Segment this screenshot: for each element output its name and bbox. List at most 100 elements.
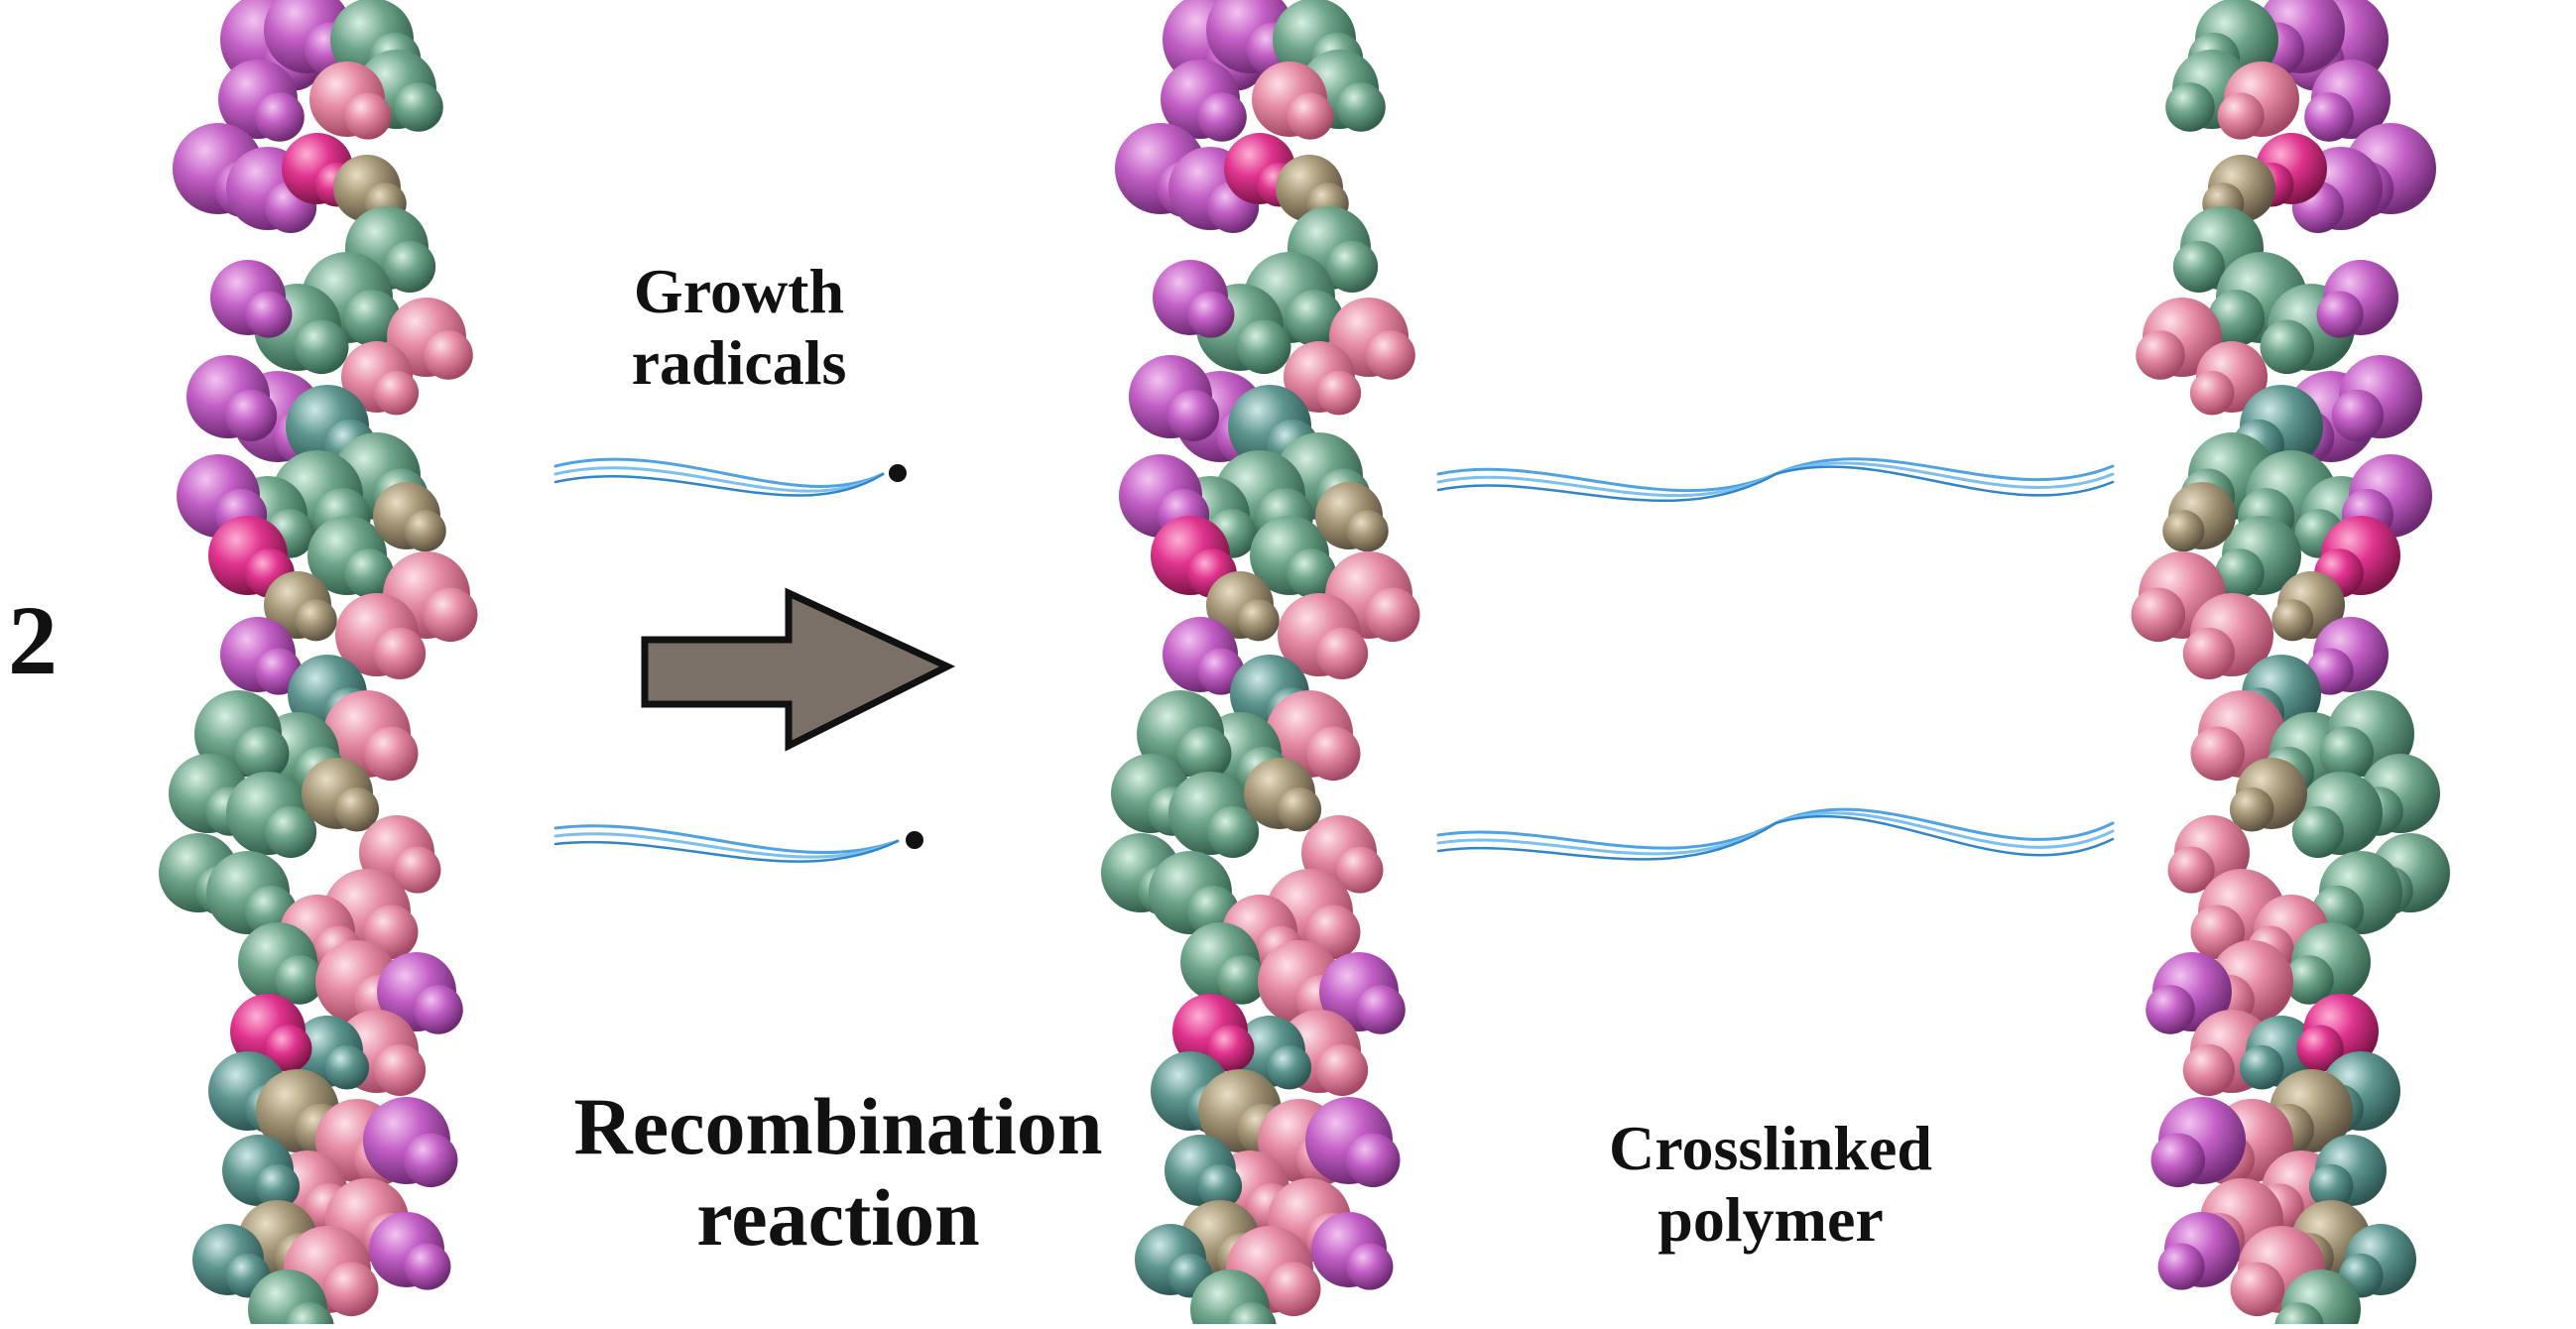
atom-sphere — [1316, 627, 1369, 679]
atom-sphere — [1197, 92, 1247, 142]
atom-sphere — [344, 92, 392, 140]
atom-sphere — [2150, 1133, 2206, 1188]
atom-sphere — [1266, 1262, 1321, 1317]
crosslink-chain-bottom — [1436, 807, 2115, 861]
atom-sphere — [2215, 548, 2265, 598]
crosslinked-line2: polymer — [1657, 1183, 1884, 1255]
atom-sphere — [1305, 726, 1361, 782]
atom-sphere — [1287, 548, 1336, 598]
atom-sphere — [2291, 805, 2344, 858]
atom-sphere — [1356, 985, 1406, 1034]
crosslinked-line1: Crosslinked — [1608, 1113, 1933, 1183]
crosslinked-polymer-label: Crosslinked polymer — [1557, 1113, 1984, 1255]
atom-sphere — [2271, 599, 2314, 642]
atom-sphere — [255, 1163, 301, 1209]
atom-sphere — [1227, 1302, 1277, 1329]
atom-sphere — [2284, 955, 2334, 1005]
atom-sphere — [285, 1302, 334, 1329]
atom-sphere — [2157, 1243, 2205, 1290]
atom-sphere — [2190, 726, 2246, 782]
atom-sphere — [1345, 1133, 1401, 1188]
atom-sphere — [363, 726, 419, 782]
polymer-backbone-left — [159, 0, 478, 1329]
atom-sphere — [2208, 290, 2266, 347]
atom-sphere — [374, 1043, 427, 1096]
atom-sphere — [1197, 1163, 1243, 1209]
atom-sphere — [265, 1025, 312, 1072]
atom-sphere — [1176, 726, 1232, 782]
atom-sphere — [2167, 846, 2215, 894]
atom-sphere — [423, 587, 478, 643]
atom-sphere — [2316, 291, 2364, 338]
recombination-line2: reaction — [696, 1171, 980, 1263]
radical-dot-top — [889, 464, 907, 482]
atom-sphere — [1267, 1044, 1312, 1090]
atom-sphere — [394, 846, 441, 894]
atom-sphere — [1366, 330, 1415, 380]
atom-sphere — [343, 290, 401, 347]
growth-radical-chain-top — [553, 457, 885, 497]
atom-sphere — [1365, 587, 1420, 643]
atom-sphere — [374, 370, 420, 416]
atom-sphere — [2296, 1025, 2344, 1072]
atom-sphere — [2308, 1163, 2354, 1209]
atom-sphere — [2217, 92, 2265, 140]
crosslink-chain-top — [1436, 457, 2115, 503]
atom-sphere — [1236, 319, 1291, 375]
atom-sphere — [1346, 510, 1389, 552]
atom-sphere — [2319, 726, 2375, 782]
atom-sphere — [2304, 92, 2354, 142]
atom-sphere — [2274, 1302, 2324, 1329]
atom-sphere — [2182, 1043, 2235, 1096]
atom-sphere — [404, 510, 446, 552]
atom-sphere — [2165, 82, 2215, 132]
growth-radical-chain-bottom — [553, 824, 900, 863]
atom-sphere — [2230, 1262, 2285, 1317]
atom-sphere — [374, 627, 427, 679]
atom-sphere — [2239, 1044, 2284, 1090]
atom-sphere — [2331, 389, 2384, 441]
atom-sphere — [2260, 319, 2315, 375]
atom-sphere — [2162, 510, 2205, 552]
growth-radicals-line1: Growth — [633, 256, 845, 326]
atom-sphere — [2229, 786, 2274, 832]
atom-sphere — [384, 240, 436, 293]
atom-sphere — [1167, 389, 1220, 441]
atom-sphere — [1346, 1243, 1394, 1290]
atom-sphere — [1316, 370, 1362, 416]
atom-sphere — [344, 548, 394, 598]
atom-sphere — [275, 955, 324, 1005]
atom-sphere — [1287, 92, 1334, 140]
growth-radicals-line2: radicals — [631, 326, 847, 398]
atom-sphere — [1217, 955, 1267, 1005]
atom-sphere — [1207, 805, 1260, 858]
atom-sphere — [334, 786, 380, 832]
polymer-backbone-right — [2131, 0, 2450, 1329]
atom-sphere — [1336, 82, 1386, 132]
atom-sphere — [2131, 587, 2186, 643]
atom-sphere — [1187, 291, 1235, 338]
atom-sphere — [1277, 786, 1322, 832]
atom-sphere — [2146, 985, 2195, 1034]
atom-sphere — [424, 330, 473, 380]
atom-sphere — [1336, 846, 1384, 894]
atom-sphere — [255, 92, 305, 142]
atom-sphere — [234, 726, 290, 782]
recombination-line1: Recombination — [573, 1081, 1103, 1171]
recombination-reaction-label: Recombination reaction — [531, 1081, 1146, 1264]
atom-sphere — [1286, 290, 1343, 347]
atom-sphere — [404, 1243, 451, 1290]
atom-sphere — [245, 291, 293, 338]
atom-sphere — [414, 985, 463, 1034]
atom-sphere — [323, 1262, 379, 1317]
atom-sphere — [294, 319, 349, 375]
atom-sphere — [265, 805, 317, 858]
atom-sphere — [1207, 1025, 1255, 1072]
atom-sphere — [394, 82, 443, 132]
atom-sphere — [324, 1044, 370, 1090]
atom-sphere — [2172, 240, 2225, 293]
atom-sphere — [403, 1133, 458, 1188]
stoichiometric-coefficient: 2 — [8, 585, 58, 695]
right-arrow-icon — [641, 587, 956, 752]
